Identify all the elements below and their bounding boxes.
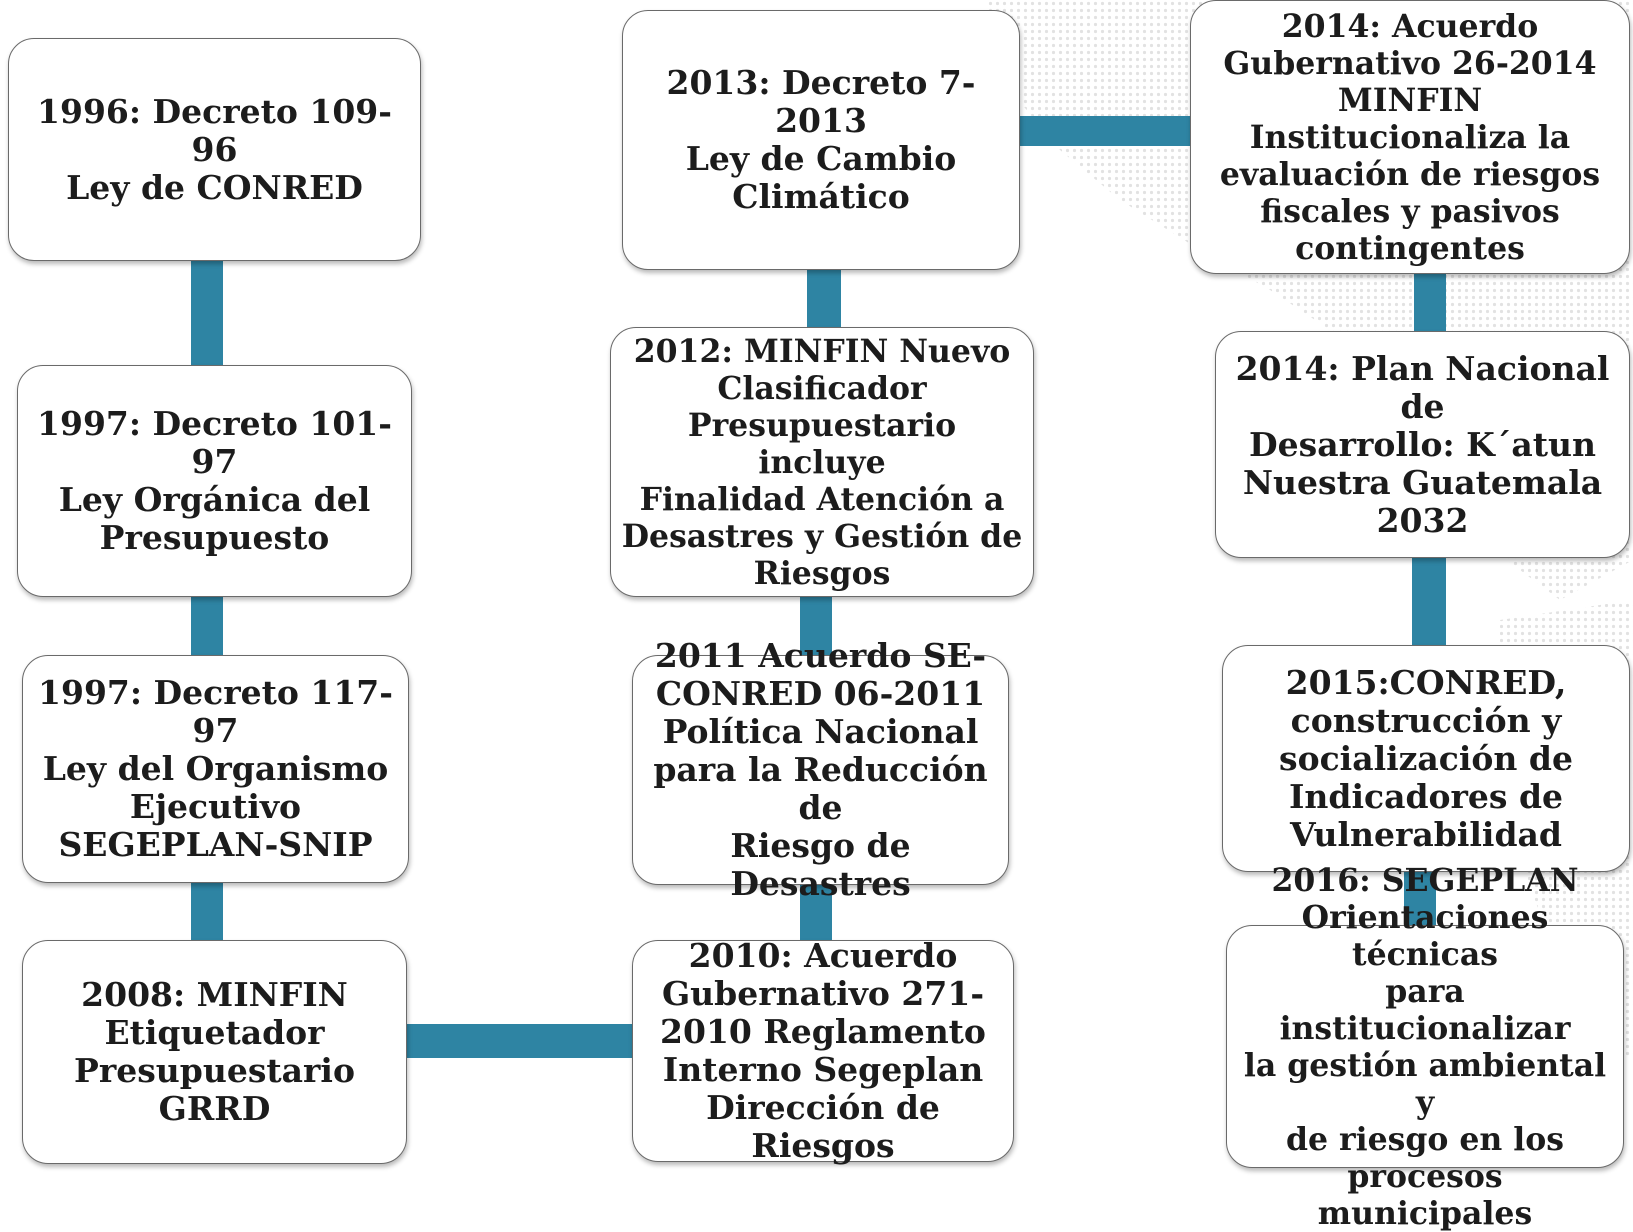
node-2014-acuerdo-gubernativo: 2014: Acuerdo Gubernativo 26-2014 MINFIN… — [1190, 0, 1630, 274]
connector-2011-2012 — [800, 591, 832, 659]
connector-2014-2015 — [1412, 555, 1446, 647]
node-label: 2010: Acuerdo Gubernativo 271- 2010 Regl… — [660, 936, 986, 1165]
node-2008-minfin: 2008: MINFIN Etiquetador Presupuestario … — [22, 940, 407, 1164]
node-2010-reglamento: 2010: Acuerdo Gubernativo 271- 2010 Regl… — [632, 936, 1014, 1165]
node-label: 2014: Acuerdo Gubernativo 26-2014 MINFIN… — [1219, 7, 1601, 267]
connector-2010-2011 — [800, 874, 832, 944]
connector-1996-1997 — [191, 258, 223, 368]
node-2015-conred-indicadores: 2015:CONRED, construcción y socializació… — [1222, 645, 1630, 872]
node-1997-organismo-ejecutivo: 1997: Decreto 117-97 Ley del Organismo E… — [22, 655, 409, 883]
connector-1997-1997 — [191, 590, 223, 658]
node-2012-clasificador: 2012: MINFIN Nuevo Clasificador Presupue… — [610, 327, 1034, 597]
connector-1997-2008 — [191, 872, 223, 940]
node-label: 2014: Plan Nacional de Desarrollo: K´atu… — [1235, 348, 1610, 540]
node-2014-plan-nacional: 2014: Plan Nacional de Desarrollo: K´atu… — [1215, 331, 1630, 558]
connector-2008-2010 — [398, 1024, 638, 1058]
connector-2014-2014 — [1414, 272, 1446, 334]
connector-2013-2014 — [1012, 116, 1212, 146]
node-label: 1996: Decreto 109-96 Ley de CONRED — [37, 91, 392, 207]
node-label: 1997: Decreto 117-97 Ley del Organismo E… — [38, 673, 393, 864]
node-2016-segeplan: 2016: SEGEPLAN Orientaciones técnicas pa… — [1226, 862, 1624, 1232]
node-label: 2015:CONRED, construcción y socializació… — [1279, 662, 1573, 854]
node-2011-politica-nacional: 2011 Acuerdo SE- CONRED 06-2011 Política… — [632, 637, 1009, 903]
node-label: 2011 Acuerdo SE- CONRED 06-2011 Política… — [653, 636, 988, 903]
connector-2015-2016 — [1404, 868, 1436, 930]
node-2013-cambio-climatico: 2013: Decreto 7-2013 Ley de Cambio Climá… — [622, 10, 1020, 270]
node-1997-presupuesto: 1997: Decreto 101-97 Ley Orgánica del Pr… — [17, 365, 412, 597]
node-label: 1997: Decreto 101-97 Ley Orgánica del Pr… — [37, 404, 392, 557]
node-label: 2013: Decreto 7-2013 Ley de Cambio Climá… — [666, 63, 976, 216]
node-1996-conred: 1996: Decreto 109-96 Ley de CONRED — [8, 38, 421, 261]
node-label: 2016: SEGEPLAN Orientaciones técnicas pa… — [1243, 861, 1607, 1232]
node-label: 2012: MINFIN Nuevo Clasificador Presupue… — [621, 332, 1023, 592]
node-label: 2008: MINFIN Etiquetador Presupuestario … — [74, 975, 355, 1128]
